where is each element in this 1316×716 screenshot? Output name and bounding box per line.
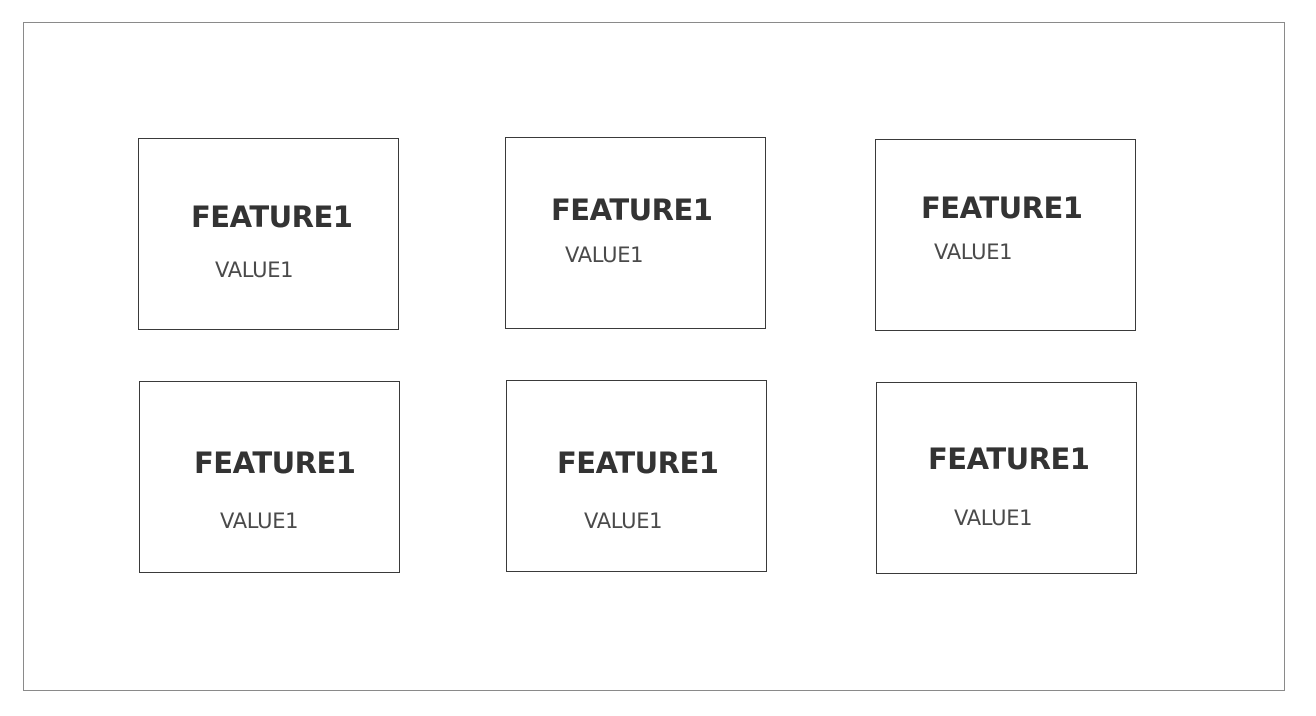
- feature-card: FEATURE1 VALUE1: [875, 139, 1136, 331]
- feature-value: VALUE1: [565, 243, 644, 267]
- feature-label: FEATURE1: [928, 442, 1090, 476]
- feature-value: VALUE1: [584, 509, 663, 533]
- outer-frame: [23, 22, 1285, 691]
- feature-value: VALUE1: [954, 506, 1033, 530]
- feature-label: FEATURE1: [551, 193, 713, 227]
- feature-label: FEATURE1: [557, 446, 719, 480]
- feature-label: FEATURE1: [194, 446, 356, 480]
- feature-card: FEATURE1 VALUE1: [505, 137, 766, 329]
- feature-value: VALUE1: [934, 240, 1013, 264]
- feature-label: FEATURE1: [921, 191, 1083, 225]
- feature-card: FEATURE1 VALUE1: [506, 380, 767, 572]
- feature-card: FEATURE1 VALUE1: [876, 382, 1137, 574]
- feature-card: FEATURE1 VALUE1: [139, 381, 400, 573]
- feature-value: VALUE1: [215, 258, 294, 282]
- feature-card: FEATURE1 VALUE1: [138, 138, 399, 330]
- feature-value: VALUE1: [220, 509, 299, 533]
- feature-label: FEATURE1: [191, 200, 353, 234]
